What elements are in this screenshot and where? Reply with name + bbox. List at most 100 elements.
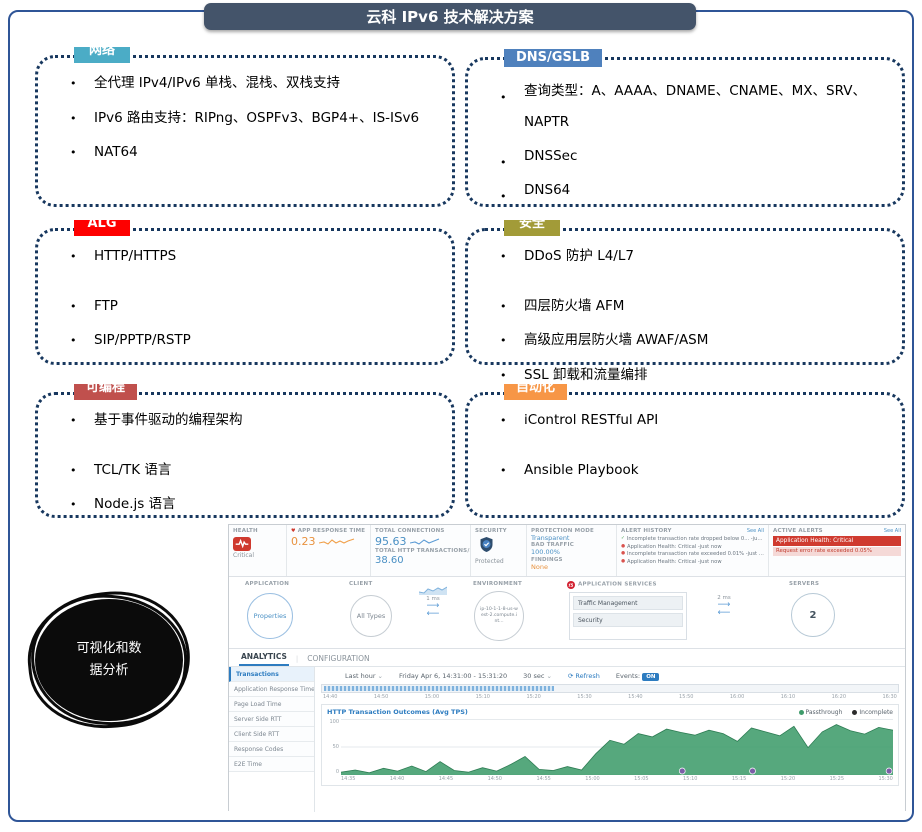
sidebar-item[interactable]: Application Response Time <box>229 682 314 697</box>
x-tick: 15:30 <box>878 776 893 782</box>
sidebar-item[interactable]: E2E Time <box>229 757 314 772</box>
timeline-tick: 15:20 <box>526 694 541 700</box>
sidebar-item[interactable]: Transactions <box>229 667 314 682</box>
timeline-selection[interactable] <box>324 686 555 691</box>
service-item[interactable]: Traffic Management <box>573 596 683 610</box>
bubble-line-1: 可视化和数 <box>76 640 142 656</box>
health-status: Critical <box>233 551 254 559</box>
server-link: 2 ms ⟶ ⟵ <box>699 595 749 617</box>
sidebar-item[interactable]: Response Codes <box>229 742 314 757</box>
link-sparkline-icon <box>419 586 447 595</box>
event-marker[interactable] <box>749 767 756 775</box>
bullet-item: DDoS 防护 L4/L7 <box>498 247 902 267</box>
x-tick: 15:10 <box>683 776 698 782</box>
bullet-item: 高级应用层防火墙 AWAF/ASM <box>498 331 902 351</box>
feature-box-alg: ALG HTTP/HTTPS FTP SIP/PPTP/RSTP <box>35 220 455 365</box>
arrow-left-icon: ⟵ <box>426 608 440 619</box>
tab-analytics[interactable]: ANALYTICS <box>239 650 289 666</box>
active-alert-banner: Application Health: Critical <box>773 535 901 546</box>
feature-box-network-label: 网络 <box>88 47 115 58</box>
time-toolbar: Last hour⌄ Friday Apr 6, 14:31:00 - 15:3… <box>321 670 899 684</box>
protection-mode-label: PROTECTION MODE <box>531 528 594 534</box>
event-marker[interactable] <box>885 767 893 775</box>
y-tick: 0 <box>335 769 339 775</box>
total-http-value: 38.60 <box>375 554 404 566</box>
tab-configuration[interactable]: CONFIGURATION <box>307 654 370 663</box>
events-toggle[interactable]: ON <box>642 673 660 681</box>
timeline-tick: 16:10 <box>780 694 796 700</box>
security-status: Protected <box>475 557 504 565</box>
transaction-chart-svg <box>341 719 893 775</box>
timeline-tick: 16:30 <box>882 694 897 700</box>
client-link: 1 ms ⟶ ⟵ <box>399 586 467 618</box>
chart-y-axis: 100 50 0 <box>327 719 341 775</box>
alert-history-see-all[interactable]: See All <box>746 528 764 535</box>
metric-protection: PROTECTION MODE Transparent BAD TRAFFIC … <box>527 525 617 576</box>
feature-box-alg-tag: ALG <box>74 220 130 236</box>
feature-box-network-tag: 网络 <box>74 47 130 63</box>
interval-select[interactable]: 30 sec⌄ <box>523 672 552 680</box>
environment-node[interactable]: ip-10-1-1-8-us-west-2.compute.int... <box>474 591 524 641</box>
feature-box-security-label: 安全 <box>518 220 545 231</box>
feature-box-automation-list: iControl RESTful API Ansible Playbook <box>498 411 902 480</box>
bullet-item: 四层防火墙 AFM <box>498 297 902 317</box>
timeline-scrubber[interactable] <box>321 684 899 693</box>
chevron-down-icon: ⌄ <box>377 672 383 680</box>
refresh-button[interactable]: ⟳Refresh <box>567 672 600 680</box>
metrics-bar: HEALTH Critical ♥APP RESPONSE TIME 0.23 … <box>229 525 905 577</box>
x-tick: 15:05 <box>634 776 649 782</box>
f5-logo-icon: f5 <box>567 581 575 589</box>
feature-box-automation-tag: 自动化 <box>504 384 568 400</box>
findings-label: FINDINGS <box>531 556 563 563</box>
metric-active-alerts: ACTIVE ALERTS See All Application Health… <box>769 525 905 576</box>
time-range-select[interactable]: Last hour⌄ <box>345 672 383 680</box>
application-properties-node[interactable]: Properties <box>247 593 293 639</box>
protection-mode-value: Transparent <box>531 533 570 542</box>
alert-dot-icon: ● <box>621 543 626 549</box>
active-alerts-see-all[interactable]: See All <box>883 528 901 535</box>
timeline-tick: 14:50 <box>373 694 389 700</box>
sidebar-item[interactable]: Server Side RTT <box>229 712 314 727</box>
y-tick: 50 <box>332 744 339 750</box>
event-marker[interactable] <box>678 767 686 775</box>
metric-connections: TOTAL CONNECTIONS 95.63 TOTAL HTTP TRANS… <box>371 525 471 576</box>
findings-value: None <box>531 562 548 571</box>
legend-dot-icon <box>852 709 858 715</box>
date-range[interactable]: Friday Apr 6, 14:31:00 - 15:31:20 <box>398 672 508 680</box>
timeline-tick: 14:40 <box>323 694 338 700</box>
servers-node[interactable]: 2 <box>791 593 835 637</box>
feature-box-dns-gslb-list: 查询类型：A、AAAA、DNAME、CNAME、MX、SRV、NAPTR DNS… <box>498 76 902 209</box>
y-tick: 100 <box>329 719 339 725</box>
transaction-chart-panel: HTTP Transaction Outcomes (Avg TPS) Pass… <box>321 704 899 786</box>
feature-box-security-list: DDoS 防护 L4/L7 四层防火墙 AFM 高级应用层防火墙 AWAF/AS… <box>498 247 902 385</box>
timeline-tick: 16:20 <box>831 694 847 700</box>
client-node[interactable]: All Types <box>350 595 392 637</box>
bullet-item: 基于事件驱动的编程架构 <box>68 411 452 431</box>
passthrough-area <box>341 724 893 775</box>
bullet-item: DNS64 <box>498 175 902 209</box>
x-tick: 15:25 <box>829 776 845 782</box>
bad-traffic-value: 100.00% <box>531 548 560 557</box>
alert-history-list: ✓Incomplete transaction rate dropped bel… <box>621 536 764 565</box>
security-label: SECURITY <box>475 528 507 534</box>
connections-sparkline-icon <box>409 538 439 546</box>
arrow-right-icon: ⟶ <box>717 600 731 610</box>
response-time-sparkline-icon <box>318 538 354 546</box>
sidebar-item[interactable]: Page Load Time <box>229 697 314 712</box>
client-label: CLIENT <box>349 581 373 587</box>
sidebar-item[interactable]: Client Side RTT <box>229 727 314 742</box>
analytics-content: Last hour⌄ Friday Apr 6, 14:31:00 - 15:3… <box>315 667 905 812</box>
chart-title: HTTP Transaction Outcomes (Avg TPS) <box>327 708 468 716</box>
app-response-time-value: 0.23 <box>291 534 316 548</box>
bullet-item: 查询类型：A、AAAA、DNAME、CNAME、MX、SRV、NAPTR <box>498 76 902 138</box>
visualization-bubble: 可视化和数 据分析 <box>21 583 197 737</box>
health-critical-icon <box>233 536 251 551</box>
alert-history-text: Application Health: Critical -just now <box>627 558 722 565</box>
alert-history-item: ●Application Health: Critical -just now <box>621 559 764 565</box>
bullet-item: SSL 卸载和流量编排 <box>498 366 902 386</box>
service-item[interactable]: Security <box>573 613 683 627</box>
